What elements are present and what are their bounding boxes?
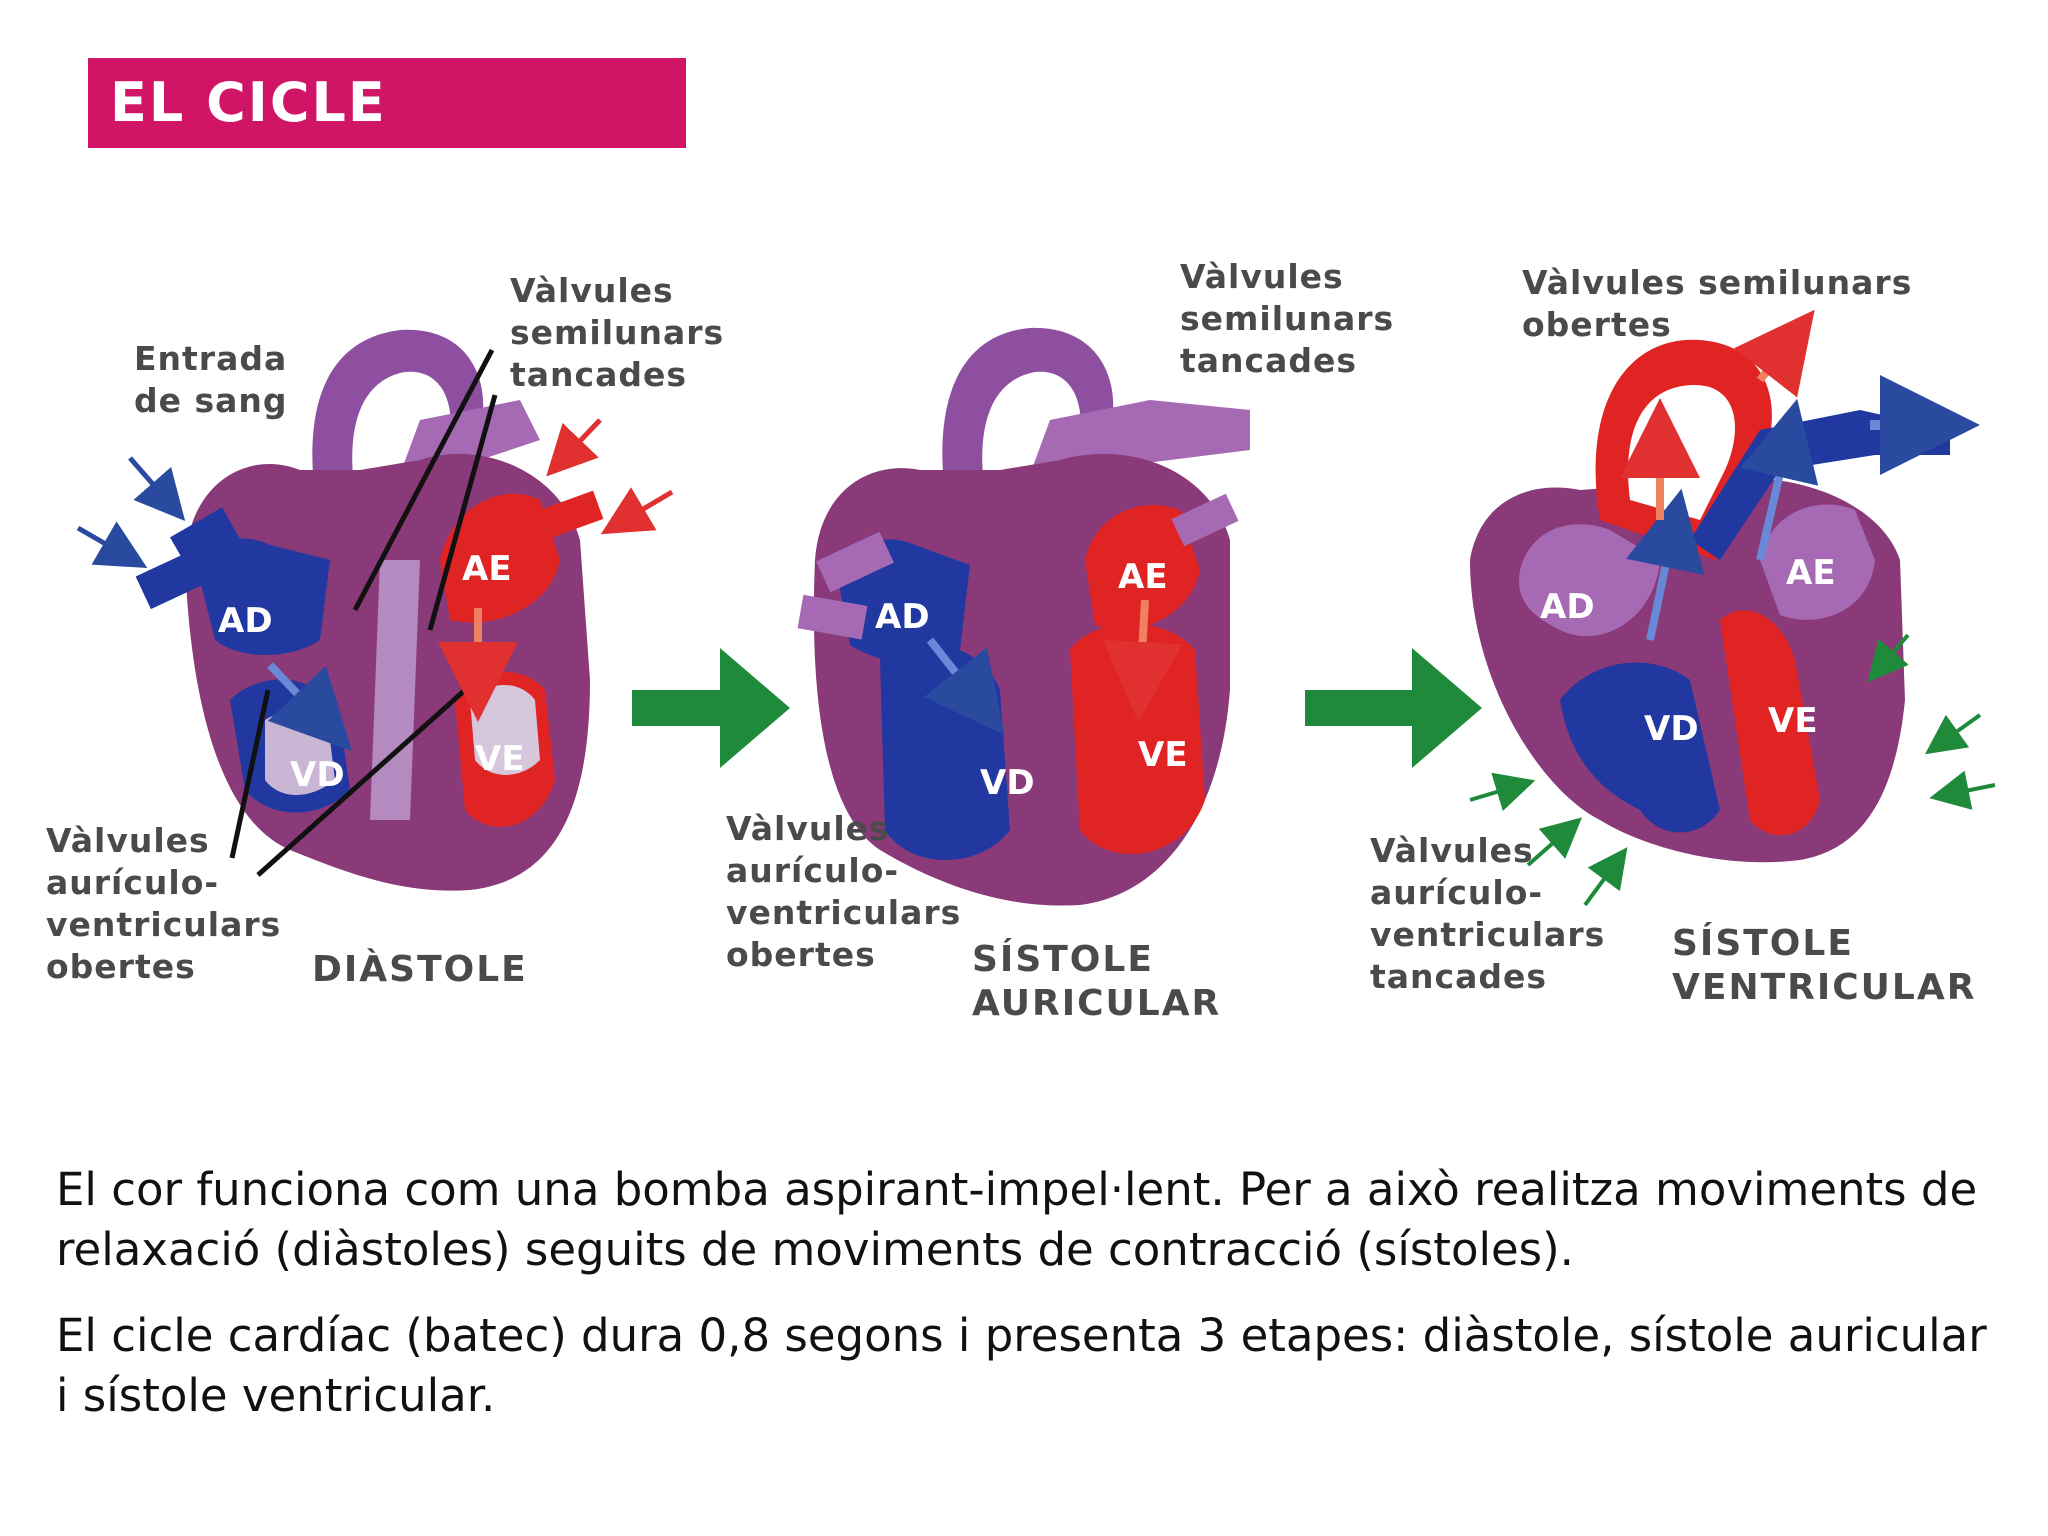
heart-diastole <box>76 329 674 891</box>
chamber-label-ad-3: AD <box>1540 587 1595 627</box>
chamber-label-vd-2: VD <box>980 763 1035 803</box>
chamber-label-ve: VE <box>475 739 525 779</box>
chamber-label-ad: AD <box>218 601 273 641</box>
label-valvules-semilunars-tancades-1: Vàlvules semilunars tancades <box>510 271 725 394</box>
chamber-label-ae-3: AE <box>1786 553 1836 593</box>
stage-label-sistole-ventricular: SÍSTOLE VENTRICULAR <box>1672 923 1977 1008</box>
chamber-label-ve-3: VE <box>1768 701 1818 741</box>
label-valvules-semilunars-obertes: Vàlvules semilunars obertes <box>1522 263 1913 344</box>
chamber-label-ae: AE <box>462 549 512 589</box>
paragraph-2: El cicle cardíac (batec) dura 0,8 segons… <box>56 1309 1987 1422</box>
page-title: EL CICLE CARDÍAC <box>88 58 686 224</box>
progression-arrow-2 <box>1305 648 1482 768</box>
label-valvules-av-obertes-1: Vàlvules aurículo- ventriculars obertes <box>46 821 282 986</box>
progression-arrow-1 <box>632 648 790 768</box>
right-atrium <box>200 538 330 655</box>
chamber-label-ve-2: VE <box>1138 735 1188 775</box>
heart-ventricular-systole <box>1469 309 1996 907</box>
stage-label-sistole-auricular: SÍSTOLE AURICULAR <box>972 939 1222 1024</box>
label-valvules-semilunars-tancades-2: Vàlvules semilunars tancades <box>1180 257 1395 380</box>
label-valvules-av-obertes-2: Vàlvules aurículo- ventriculars obertes <box>726 809 962 974</box>
chamber-label-ae-2: AE <box>1118 557 1168 597</box>
label-entrada-de-sang: Entrada de sang <box>134 339 288 420</box>
paragraph-1: El cor funciona com una bomba aspirant-i… <box>56 1163 1978 1276</box>
chamber-label-ad-2: AD <box>875 597 930 637</box>
heart-atrial-systole <box>797 327 1250 906</box>
left-atrium <box>440 493 560 623</box>
chamber-label-vd: VD <box>290 755 345 795</box>
label-valvules-av-tancades: Vàlvules aurículo- ventriculars tancades <box>1370 831 1606 996</box>
chamber-label-vd-3: VD <box>1644 709 1699 749</box>
stage-label-diastole: DIÀSTOLE <box>312 949 528 990</box>
